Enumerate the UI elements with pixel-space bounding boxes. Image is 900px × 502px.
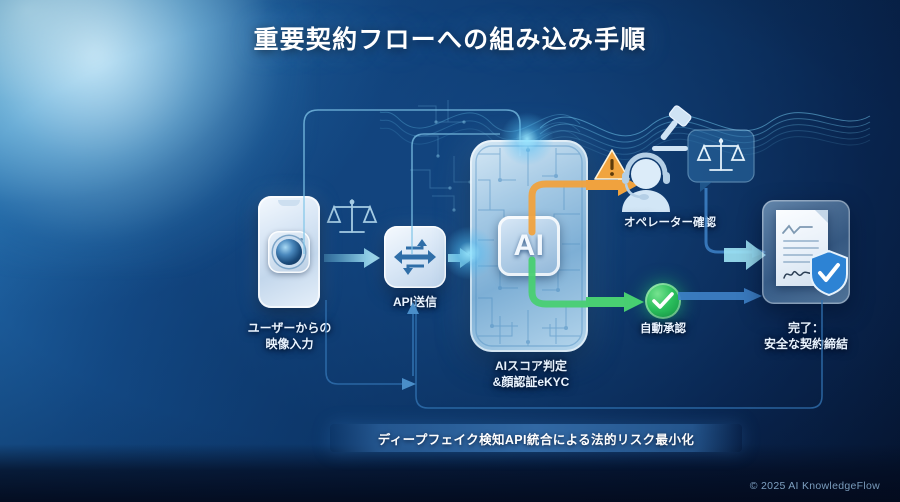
feedback-arrow-up: [407, 302, 419, 376]
signature-mark: [783, 270, 817, 279]
smartphone-camera-icon: [258, 196, 320, 308]
document-header-mark: [782, 224, 813, 235]
document-text-line: [783, 247, 819, 249]
feedback-loop-lines: [325, 300, 823, 409]
ai-core-label: AI: [513, 229, 545, 262]
arrow-phone-to-api: [324, 248, 380, 268]
arrow-autoapprove-to-doc: [678, 288, 762, 304]
gavel-icon: [652, 105, 692, 151]
signed-document-shield-icon: [762, 200, 850, 304]
scales-of-justice-icon: [326, 199, 378, 233]
orange-output-trace: [528, 180, 588, 236]
autoapprove-node-label: 自動承認: [640, 323, 686, 335]
scales-of-justice-bubble-icon: [687, 129, 755, 192]
shield-check-icon: [810, 249, 848, 297]
operator-node-label: オペレーター確認: [624, 217, 716, 229]
api-exchange-node: [384, 226, 446, 288]
camera-flash-dot: [300, 238, 303, 241]
document-text-line: [783, 240, 819, 242]
headset-operator-icon: [622, 152, 670, 212]
summary-banner-text: ディープフェイク検知API統合による法的リスク最小化: [377, 432, 695, 447]
arrow-into-doc-cyan: [724, 240, 766, 270]
document-text-line: [783, 254, 813, 256]
footer-copyright: © 2025 AI KnowledgeFlow: [749, 480, 880, 492]
document-text-line: [783, 261, 819, 263]
green-check-icon: [645, 283, 681, 319]
green-output-trace: [528, 256, 588, 308]
operator-node: [616, 150, 676, 212]
checkmark-glyph: [652, 292, 674, 309]
complete-node-label: 完了： 安全な契約締結: [763, 321, 848, 352]
page-title: 重要契約フローへの組み込み手順: [253, 26, 647, 54]
bottom-fade: [0, 444, 900, 502]
input-node-label: ユーザーからの 映像入力: [247, 321, 332, 352]
ai-node-label: AIスコア判定 &顔認証eKYC: [492, 359, 570, 390]
camera-lens-icon: [268, 231, 310, 273]
api-node-label: API送信: [392, 295, 437, 309]
arrow-chip-to-autoapprove: [586, 292, 644, 312]
warning-triangle-icon: [594, 149, 630, 180]
summary-banner: ディープフェイク検知API統合による法的リスク最小化: [330, 424, 742, 452]
